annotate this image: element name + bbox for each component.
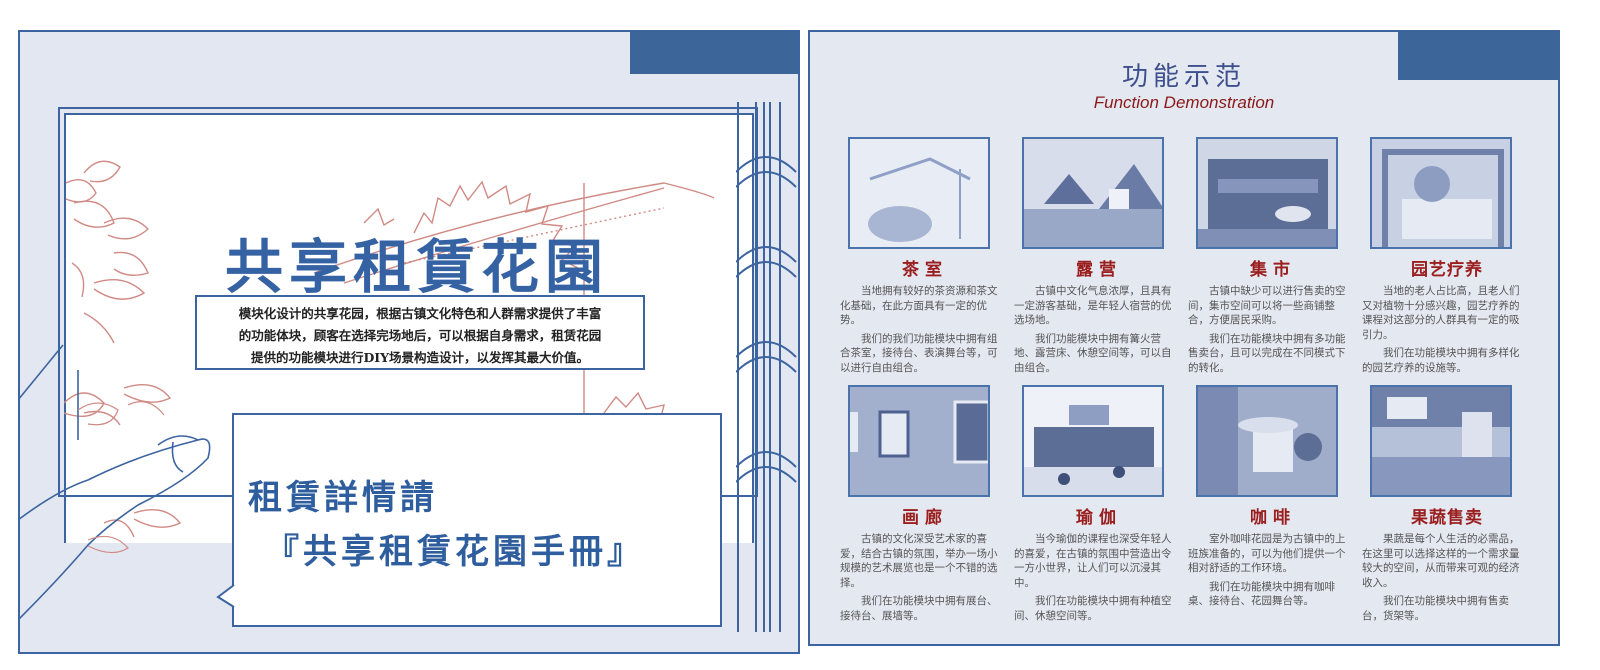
produce-photo [1370, 385, 1512, 497]
card-title: 咖啡 [1250, 508, 1296, 528]
intro-line: 提供的功能模块进行DIY场景构造设计，以发挥其最大价值。 [250, 350, 590, 365]
corner-accent-block [630, 30, 798, 74]
book-spine-binding [736, 102, 797, 632]
card-modules: 我们在功能模块中拥有展台、接待台、展墙等。 [840, 595, 998, 622]
card-title: 画廊 [902, 508, 948, 528]
function-card-horticulture: 园艺疗养 当地的老人占比高，且老人们又对植物十分感兴趣，园艺疗养的课程对这部分的… [1362, 137, 1532, 375]
card-modules: 我们在功能模块中拥有咖啡桌、接待台、花园舞台等。 [1188, 580, 1335, 608]
card-description: 古镇中缺少可以进行售卖的空间，集市空间可以将一些商铺整合，方便居民采购。 [1188, 285, 1346, 326]
intro-line: 的功能体块，顾客在选择完场地后，可以根据自身需求，租赁花园 [238, 328, 602, 343]
horticulture-photo [1370, 137, 1512, 249]
card-title: 茶室 [902, 260, 948, 280]
card-description: 室外咖啡花园是为古镇中的上班族准备的，可以为他们提供一个相对舒适的工作环境。 [1188, 533, 1346, 574]
function-card-gallery: 画廊 古镇的文化深受艺术家的喜爱，结合古镇的氛围，举办一场小规模的艺术展览也是一… [840, 385, 1010, 623]
intro-description-box: 模块化设计的共享花园，根据古镇文化特色和人群需求提供了丰富 的功能体块，顾客在选… [195, 295, 645, 370]
function-demo-panel [808, 30, 1560, 646]
card-modules: 我们的我们功能模块中拥有组合茶室，接待台、表演舞台等，可以进行自由组合。 [840, 332, 998, 374]
tea-room-photo [848, 137, 990, 249]
card-title: 集市 [1250, 260, 1296, 280]
function-card-produce: 果蔬售卖 果蔬是每个人生活的必需品，在这里可以选择这样的一个需求量较大的空间，从… [1362, 385, 1532, 623]
intro-line: 模块化设计的共享花园，根据古镇文化特色和人群需求提供了丰富 [238, 306, 602, 321]
speech-bubble-tail [216, 585, 235, 608]
main-title: 共享租賃花園 [225, 233, 610, 301]
card-description: 当今瑜伽的课程也深受年轻人的喜爱，在古镇的氛围中营造出令一方小世界，让人们可以沉… [1014, 533, 1172, 589]
panel-edge-line [798, 30, 800, 654]
hand-illustration [18, 344, 211, 621]
function-card-coffee: 咖啡 室外咖啡花园是为古镇中的上班族准备的，可以为他们提供一个相对舒适的工作环境… [1188, 385, 1358, 609]
card-description: 古镇的文化深受艺术家的喜爱，结合古镇的氛围，举办一场小规模的艺术展览也是一个不错… [840, 533, 998, 589]
function-card-yoga: 瑜伽 当今瑜伽的课程也深受年轻人的喜爱，在古镇的氛围中营造出令一方小世界，让人们… [1014, 385, 1184, 623]
card-title: 瑜伽 [1076, 508, 1122, 528]
coffee-photo [1196, 385, 1338, 497]
card-title: 露营 [1076, 260, 1122, 280]
function-card-tea-room: 茶室 当地拥有较好的茶资源和茶文化基础，在此方面具有一定的优势。 我们的我们功能… [840, 137, 1010, 375]
card-description: 古镇中文化气息浓厚，且具有一定游客基础，是年轻人宿营的优选场地。 [1014, 285, 1172, 326]
section-subtitle: Function Demonstration [1093, 93, 1275, 112]
corner-accent-block [1398, 30, 1560, 80]
market-photo [1196, 137, 1338, 249]
card-modules: 我们在功能模块中拥有多样化的园艺疗养的设施等。 [1362, 347, 1520, 374]
function-card-market: 集市 古镇中缺少可以进行售卖的空间，集市空间可以将一些商铺整合，方便居民采购。 … [1188, 137, 1358, 375]
card-title: 园艺疗养 [1411, 260, 1483, 280]
card-title: 果蔬售卖 [1411, 508, 1483, 528]
card-description: 果蔬是每个人生活的必需品，在这里可以选择这样的一个需求量较大的空间，从而带来可观… [1362, 533, 1520, 589]
function-card-camping: 露营 古镇中文化气息浓厚，且具有一定游客基础，是年轻人宿营的优选场地。 我们功能… [1014, 137, 1184, 375]
gallery-photo [848, 385, 990, 497]
speech-bubble [232, 413, 722, 627]
rental-details-heading: 租賃詳情請 [248, 478, 438, 518]
card-modules: 我们功能模块中拥有篝火营地、露营床、休憩空间等，可以自由组合。 [1014, 332, 1172, 374]
card-modules: 我们在功能模块中拥有售卖台，货架等。 [1362, 595, 1509, 622]
yoga-photo [1022, 385, 1164, 497]
card-modules: 我们在功能模块中拥有多功能售卖台，且可以完成在不同模式下的转化。 [1188, 332, 1346, 374]
card-modules: 我们在功能模块中拥有种植空间、休憩空间等。 [1014, 595, 1172, 622]
rental-handbook-title: 『共享租賃花園手冊』 [265, 532, 645, 572]
section-title: 功能示范 [1121, 62, 1246, 92]
card-description: 当地的老人占比高，且老人们又对植物十分感兴趣，园艺疗养的课程对这部分的人群具有一… [1362, 285, 1520, 341]
camping-photo [1022, 137, 1164, 249]
card-description: 当地拥有较好的茶资源和茶文化基础，在此方面具有一定的优势。 [840, 285, 998, 326]
